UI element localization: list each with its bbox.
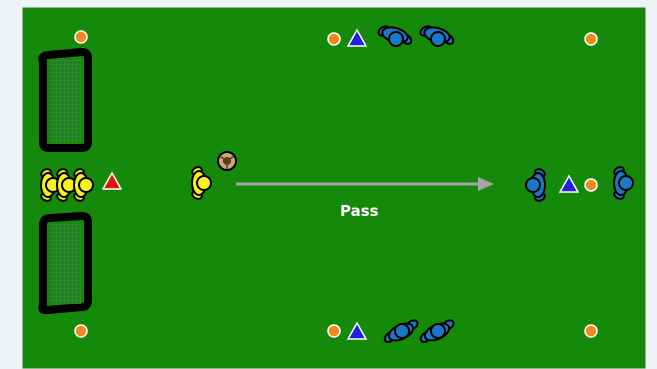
soccer-ball-icon xyxy=(217,151,237,171)
cone-icon xyxy=(327,32,341,46)
triangle-marker-icon xyxy=(101,171,123,190)
pass-label: Pass xyxy=(340,202,379,220)
goal-net-icon xyxy=(38,212,92,315)
cone-icon xyxy=(327,324,341,338)
pass-arrow xyxy=(236,177,494,191)
cone-icon xyxy=(74,30,88,44)
cone-icon xyxy=(74,324,88,338)
goal-net-icon xyxy=(38,48,92,152)
cone-icon xyxy=(584,324,598,338)
cone-icon xyxy=(584,32,598,46)
cone-icon xyxy=(584,178,598,192)
